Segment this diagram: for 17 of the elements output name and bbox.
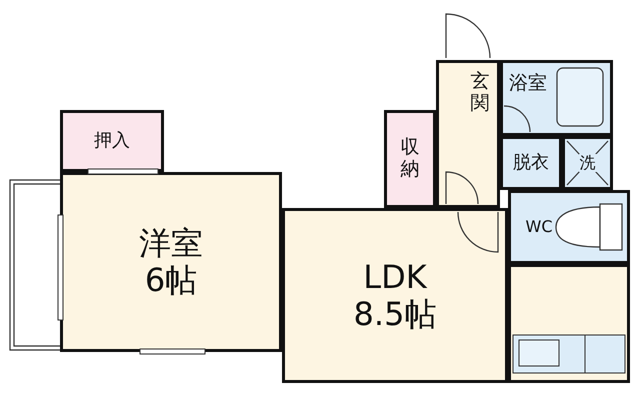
room-name: 洋室 bbox=[139, 225, 203, 262]
room-name: WC bbox=[526, 218, 552, 236]
room-name: LDK bbox=[363, 258, 427, 296]
closet bbox=[60, 110, 164, 172]
room-name: 洗 bbox=[578, 154, 596, 172]
room-size: 8.5帖 bbox=[354, 296, 436, 332]
living-room-floor bbox=[282, 208, 508, 383]
room-name: 収納 bbox=[400, 137, 420, 181]
storage-closet bbox=[384, 110, 436, 208]
western-room-floor bbox=[60, 172, 282, 352]
room-name: 脱衣 bbox=[513, 152, 549, 174]
room-name: 押入 bbox=[94, 130, 130, 152]
room-name: 玄関 bbox=[470, 71, 490, 115]
room-size: 6帖 bbox=[144, 262, 198, 299]
entrance-floor bbox=[436, 60, 500, 208]
room-name: 浴室 bbox=[509, 73, 547, 95]
changing-room-floor bbox=[500, 136, 562, 190]
